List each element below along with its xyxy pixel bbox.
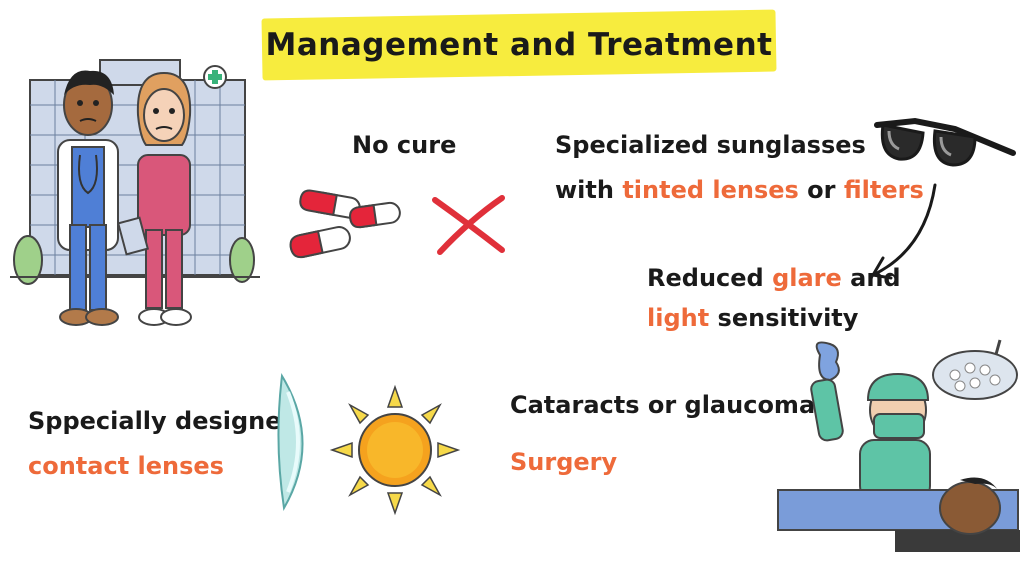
sunglasses-prefix: with [555,176,623,204]
no-cure-label: No cure [352,131,457,159]
benefit-prefix: Reduced [647,264,773,292]
light-highlight: light [647,304,710,332]
benefit-line1: Reduced glare and [647,262,901,294]
page-title: Management and Treatment [265,27,773,63]
contact-lenses-line2: contact lenses [28,452,224,480]
surgeon-icon [777,339,1020,552]
contact-lenses-line1: Sppecially designed [28,407,299,435]
surgery-condition: Cataracts or glaucoma [510,391,816,419]
benefit-line2: light sensitivity [647,302,858,334]
glare-highlight: glare [772,264,842,292]
benefit-suffix: and [841,264,901,292]
contact-lens-icon [277,373,304,511]
sun-icon [329,384,461,516]
doctors-hospital-icon [10,59,260,326]
pills-icon [289,189,401,259]
sunglasses-line1: Specialized sunglasses [555,131,866,159]
tinted-lenses-highlight: tinted lenses [622,176,799,204]
sunglasses-middle: or [798,176,844,204]
surgery-label: Surgery [510,448,618,476]
curved-arrow-icon [871,183,937,280]
sunglasses-icon [874,117,1016,167]
red-x-icon [432,195,505,255]
filters-highlight: filters [843,176,924,204]
benefit-line2-suffix: sensitivity [709,304,859,332]
sunglasses-line2: with tinted lenses or filters [555,174,924,206]
